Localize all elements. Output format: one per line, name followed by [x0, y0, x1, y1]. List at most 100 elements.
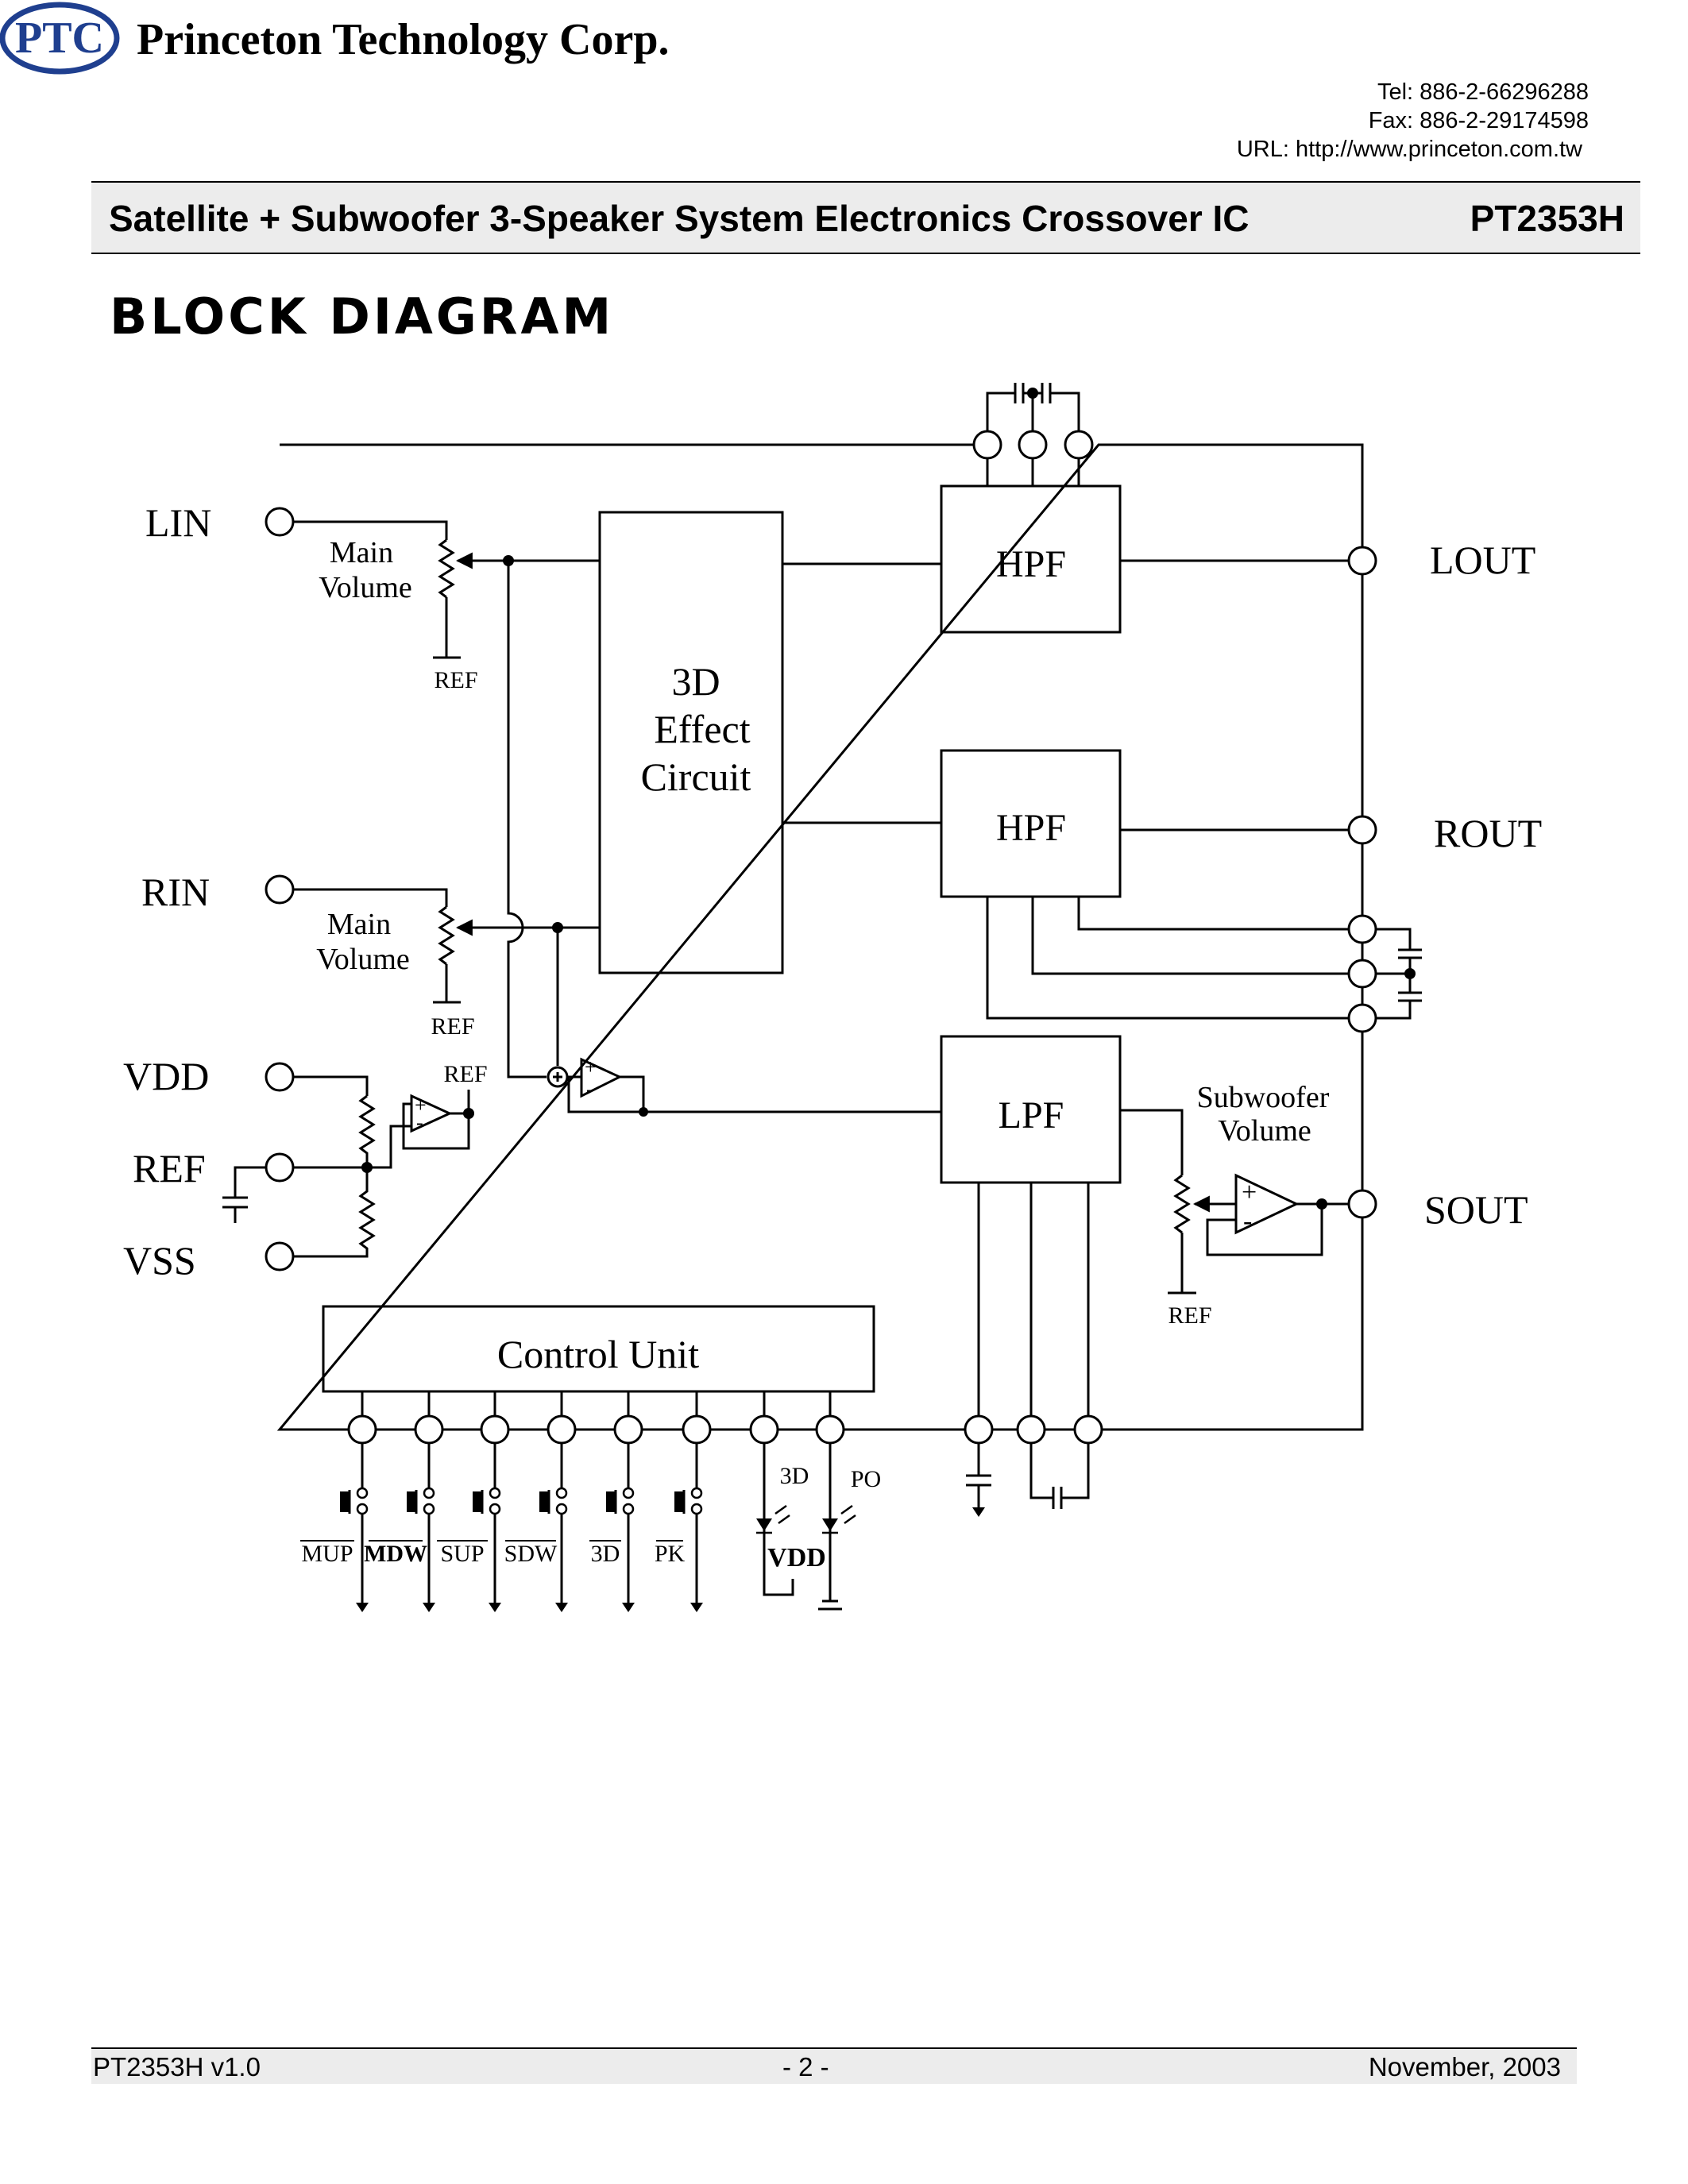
sub-opamp: [1234, 1173, 1300, 1235]
ref-opamp-plus: +: [415, 1094, 427, 1117]
pin-ctrl-5: [613, 1414, 643, 1445]
button-label-3d: 3D: [591, 1541, 620, 1567]
vdd-led-label: VDD: [767, 1543, 826, 1572]
junction-dot: [639, 1107, 648, 1117]
hpf-r-pin-a: [1077, 897, 1349, 931]
sub-volume-label-2: Volume: [1218, 1114, 1311, 1148]
rin-volume-label-2: Volume: [316, 943, 410, 976]
chip-outline: [276, 443, 1364, 1431]
rin-wire: [280, 888, 448, 907]
footer-page: - 2 -: [782, 2052, 829, 2082]
label-lout: LOUT: [1430, 538, 1535, 582]
control-pins: [361, 1391, 832, 1417]
pin-vss: [265, 1241, 295, 1271]
sub-feedback: [1206, 1202, 1323, 1256]
sum-plus: [553, 1072, 562, 1082]
label-rin: RIN: [141, 870, 210, 914]
button-label-sdw: SDW: [504, 1541, 558, 1567]
footer-band: PT2353H v1.0 - 2 - November, 2003: [91, 2047, 1577, 2084]
ref-label-sub: REF: [1168, 1302, 1211, 1329]
pin-ctrl-4: [547, 1414, 577, 1445]
ref-opamp: [410, 1094, 453, 1133]
divider-r1: [358, 1094, 376, 1166]
led-label-po: PO: [851, 1466, 881, 1492]
pin-lin: [265, 507, 295, 537]
pin-hpf-c1: [1347, 914, 1377, 944]
junction-dot: [503, 555, 514, 566]
lpf-label: LPF: [999, 1094, 1064, 1136]
contact-url: URL: http://www.princeton.com.tw: [1236, 137, 1582, 162]
sum-to-opamp: [567, 1075, 645, 1113]
button-body-3d: [606, 1491, 616, 1512]
contact-tel: Tel: 886-2-66296288: [1377, 79, 1589, 105]
sub-pot: [1173, 1174, 1191, 1234]
mix-opamp-minus: -: [586, 1078, 593, 1101]
sub-opamp-minus: -: [1243, 1206, 1252, 1236]
led-label-3d: 3D: [780, 1463, 809, 1489]
logo-mark: PTC: [15, 14, 104, 63]
effect-block: [598, 511, 784, 974]
junction-dot: [1027, 388, 1038, 399]
lpf-to-sub: [1120, 1109, 1184, 1175]
hpf-r-pin-c: [986, 897, 1349, 1020]
hpf-left-block: [940, 484, 1122, 634]
section-title: BLOCK DIAGRAM: [110, 287, 615, 345]
junction-dot: [1316, 1198, 1327, 1210]
junction-dot: [463, 1108, 474, 1119]
hpf-left-label: HPF: [996, 543, 1066, 585]
junction-dot: [361, 1162, 373, 1173]
effect-label-1: 3D: [671, 659, 720, 704]
pin-lpf-3: [1073, 1414, 1103, 1445]
rin-volume-label-1: Main: [327, 908, 391, 941]
ref-buffer-in: [367, 1125, 411, 1169]
label-ref: REF: [133, 1146, 206, 1190]
pin-ctrl-8: [815, 1414, 845, 1445]
company-name: Princeton Technology Corp.: [137, 15, 669, 64]
button-body-sdw: [539, 1491, 549, 1512]
footer-version: PT2353H v1.0: [93, 2052, 261, 2082]
lin-pot: [438, 538, 455, 599]
lpf-pin1-cap: [966, 1442, 991, 1507]
pin-vdd: [265, 1062, 295, 1092]
label-rout: ROUT: [1434, 811, 1542, 855]
junction-dot: [1404, 968, 1416, 979]
button-body-mdw: [407, 1491, 416, 1512]
sub-opamp-plus: +: [1242, 1178, 1257, 1207]
mix-opamp-plus: +: [585, 1055, 597, 1078]
control-unit-label: Control Unit: [497, 1332, 699, 1376]
pin-rout: [1347, 815, 1377, 845]
pin-top-1: [972, 430, 1002, 460]
pin-ref: [265, 1152, 295, 1183]
button-wires: [361, 1442, 698, 1603]
button-label-sup: SUP: [440, 1541, 484, 1567]
ref-label-rin: REF: [431, 1013, 474, 1040]
control-unit-block: [322, 1305, 875, 1393]
lin-pot-ground: [433, 597, 461, 659]
hpf-right-label: HPF: [996, 807, 1066, 849]
company-logo: PTC Princeton Technology Corp.: [0, 2, 669, 75]
effect-label-2: Effect: [654, 707, 750, 751]
lin-wire: [280, 520, 448, 540]
rin-pot-ground: [433, 964, 461, 1004]
pin-lpf-1: [964, 1414, 994, 1445]
pin-top-3: [1064, 430, 1094, 460]
junction-dot: [552, 922, 563, 933]
pin-rin: [265, 874, 295, 905]
sub-pot-ground: [1168, 1233, 1196, 1295]
pin-ctrl-2: [414, 1414, 444, 1445]
hpf-top-pins: [986, 459, 1080, 486]
ref-opamp-minus: -: [416, 1111, 423, 1134]
pin-ctrl-1: [347, 1414, 377, 1445]
lpf-bottom-pins: [977, 1183, 1090, 1417]
button-label-mdw: MDW: [364, 1541, 427, 1567]
button-body-pk: [674, 1491, 684, 1512]
button-body-mup: [340, 1491, 350, 1512]
divider-r2: [292, 1167, 376, 1258]
pin-ctrl-7: [749, 1414, 779, 1445]
logo-ellipse: [0, 2, 120, 75]
lin-volume-label-2: Volume: [319, 571, 412, 604]
label-sout: SOUT: [1424, 1187, 1528, 1232]
pin-lpf-2: [1016, 1414, 1046, 1445]
hpf-r-pin-b: [1031, 897, 1349, 975]
